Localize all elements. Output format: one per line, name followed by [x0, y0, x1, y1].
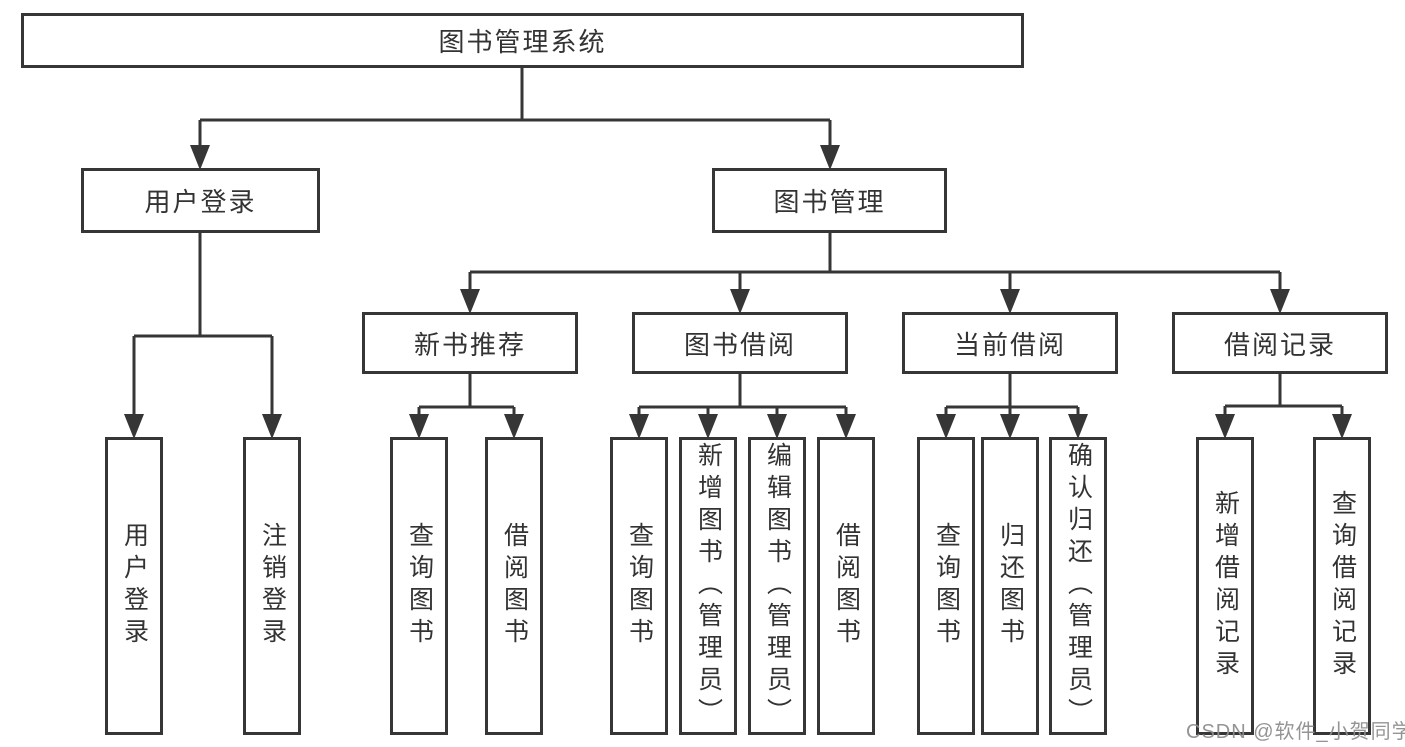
- leaf-return-books: 归还图书: [981, 437, 1039, 735]
- node-new-book-recommendation: 新书推荐: [362, 312, 578, 374]
- connector-book-management-children: [460, 232, 1290, 314]
- arrow-down-icon: [190, 145, 210, 170]
- leaf-borrow-books-recommendation: 借阅图书: [485, 437, 543, 735]
- node-label: 查询借阅记录: [1328, 490, 1357, 682]
- arrow-down-icon: [1270, 289, 1290, 314]
- arrow-down-icon: [1332, 414, 1352, 439]
- arrow-down-icon: [1215, 414, 1235, 439]
- node-book-management: 图书管理: [712, 168, 947, 233]
- arrow-down-icon: [936, 414, 956, 439]
- arrow-down-icon: [629, 414, 649, 439]
- leaf-query-books-recommendation: 查询图书: [390, 437, 448, 735]
- arrow-down-icon: [262, 414, 282, 439]
- leaf-edit-books-admin: 编辑图书（管理员）: [748, 437, 806, 735]
- node-label: 编辑图书（管理员）: [763, 442, 792, 730]
- node-label: 用户登录: [144, 187, 257, 217]
- arrow-down-icon: [1000, 414, 1020, 439]
- leaf-query-books-borrowing: 查询图书: [610, 437, 668, 735]
- node-label: 新增借阅记录: [1211, 490, 1240, 682]
- node-label: 借阅记录: [1223, 329, 1336, 360]
- arrow-down-icon: [504, 414, 524, 439]
- arrow-down-icon: [460, 289, 480, 314]
- arrow-down-icon: [409, 414, 429, 439]
- connector-borrowing-records-children: [1215, 373, 1352, 439]
- node-label: 用户登录: [120, 522, 149, 650]
- leaf-query-borrowing-record: 查询借阅记录: [1313, 437, 1371, 735]
- arrow-down-icon: [1068, 414, 1088, 439]
- leaf-add-borrowing-record: 新增借阅记录: [1196, 437, 1254, 735]
- arrow-down-icon: [124, 414, 144, 439]
- node-label: 当前借阅: [953, 329, 1066, 360]
- leaf-add-books-admin: 新增图书（管理员）: [679, 437, 737, 735]
- node-book-borrowing: 图书借阅: [632, 312, 848, 374]
- node-label: 查询图书: [625, 522, 654, 650]
- node-label: 图书管理系统: [438, 27, 607, 57]
- arrow-down-icon: [836, 414, 856, 439]
- node-label: 图书管理: [773, 187, 886, 217]
- connector-current-borrowing-children: [936, 373, 1088, 439]
- connector-root-to-level2: [190, 66, 840, 170]
- arrow-down-icon: [820, 145, 840, 170]
- arrow-down-icon: [698, 414, 718, 439]
- leaf-borrow-books-borrowing: 借阅图书: [817, 437, 875, 735]
- node-label: 借阅图书: [500, 522, 529, 650]
- leaf-query-books-current: 查询图书: [917, 437, 975, 735]
- csdn-watermark: CSDN @软件_小贺同学: [1186, 721, 1405, 743]
- connector-new-book-recommendation-children: [409, 373, 524, 439]
- node-label: 注销登录: [258, 522, 287, 650]
- node-current-borrowing: 当前借阅: [902, 312, 1118, 374]
- node-borrowing-records: 借阅记录: [1172, 312, 1388, 374]
- node-label: 新书推荐: [413, 329, 526, 360]
- node-library-management-system: 图书管理系统: [21, 13, 1024, 68]
- connector-user-login-children: [124, 232, 282, 439]
- arrow-down-icon: [767, 414, 787, 439]
- node-user-login: 用户登录: [81, 168, 320, 233]
- node-label: 查询图书: [932, 522, 961, 650]
- connector-book-borrowing-children: [629, 373, 856, 439]
- node-label: 确认归还（管理员）: [1064, 442, 1093, 730]
- node-label: 借阅图书: [832, 522, 861, 650]
- leaf-confirm-return-admin: 确认归还（管理员）: [1049, 437, 1107, 735]
- leaf-logout: 注销登录: [243, 437, 301, 735]
- node-label: 新增图书（管理员）: [694, 442, 723, 730]
- arrow-down-icon: [1000, 289, 1020, 314]
- node-label: 图书借阅: [683, 329, 796, 360]
- leaf-user-login: 用户登录: [105, 437, 163, 735]
- node-label: 归还图书: [996, 522, 1025, 650]
- node-label: 查询图书: [405, 522, 434, 650]
- arrow-down-icon: [730, 289, 750, 314]
